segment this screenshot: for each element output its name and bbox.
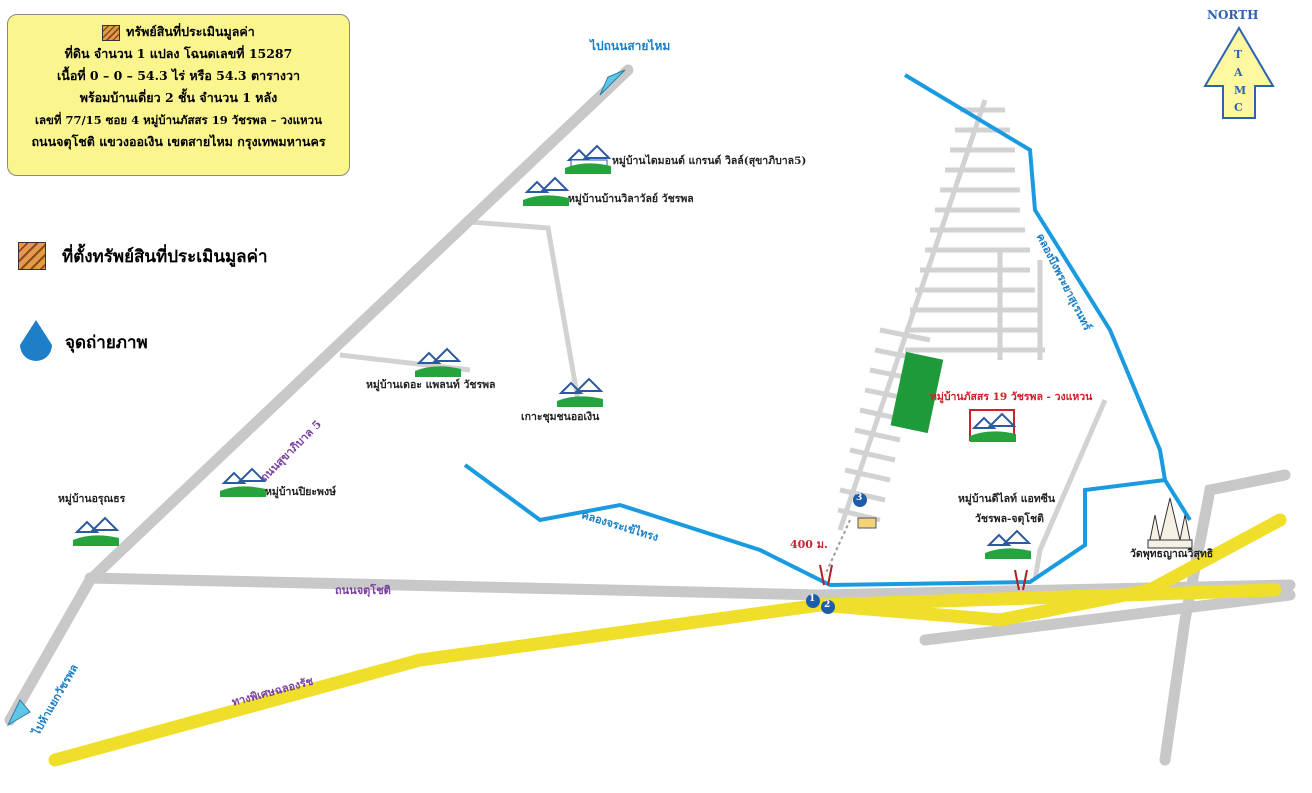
north-letter: C (1234, 101, 1243, 114)
village-icon (523, 176, 569, 206)
village-icon (565, 144, 611, 174)
photo-point-2: 2 (824, 600, 831, 610)
label-piyapong: หมู่บ้านปิยะพงษ์ (265, 486, 337, 498)
north-letter: A (1234, 66, 1243, 79)
village-icon (73, 516, 119, 546)
north-letter: T (1234, 48, 1243, 61)
north-arrow (1203, 26, 1275, 119)
info-title: ทรัพย์สินที่ประเมินมูลค่า (126, 24, 255, 39)
label-to-saimai: ไปถนนสายไหม (590, 39, 671, 53)
north-label: NORTH (1207, 8, 1259, 22)
label-wat: วัดพุทธญาณวิสุทธิ (1130, 548, 1214, 560)
label-delight-2: วัชรพล-จตุโชติ (975, 513, 1044, 525)
temple-icon (1147, 497, 1193, 549)
label-ko-chumchon: เกาะชุมชนออเงิน (521, 411, 600, 423)
label-vilawan: หมู่บ้านบ้านวิลาวัลย์ วัชรพล (568, 193, 694, 205)
info-line: ถนนจตุโชติ แขวงออเงิน เขตสายไหม กรุงเทพม… (31, 134, 326, 149)
village-icon (557, 377, 603, 407)
info-line: เลขที่ 77/15 ซอย 4 หมู่บ้านภัสสร 19 วัชร… (35, 113, 322, 127)
subdivision-streets (339, 99, 1108, 581)
village-icon (220, 467, 266, 497)
photo-points (806, 493, 867, 614)
subdivision-block (890, 351, 944, 434)
photo-point-3: 3 (856, 493, 863, 503)
photo-point-1: 1 (809, 594, 816, 604)
photo-point-icon (20, 320, 52, 361)
expressway (48, 513, 1287, 767)
village-icon (985, 529, 1031, 559)
label-passorn: หมู่บ้านภัสสร 19 วัชรพล - วงแหวน (930, 391, 1093, 403)
info-line: เนื้อที่ 0 – 0 – 54.3 ไร่ หรือ 54.3 ตารา… (57, 68, 300, 83)
label-delight: หมู่บ้านดีไลท์ แอทซีน (958, 493, 1055, 505)
label-arunthorn: หมู่บ้านอรุณธร (58, 493, 126, 505)
canals (463, 73, 1192, 588)
label-distance: 400 ม. (790, 538, 828, 551)
property-info-box: ทรัพย์สินที่ประเมินมูลค่า ที่ดิน จำนวน 1… (7, 14, 350, 176)
village-icon (970, 412, 1016, 442)
village-icon (415, 347, 461, 377)
property-location-legend-icon (18, 242, 46, 270)
label-diamond-grand: หมู่บ้านไดมอนด์ แกรนด์ วิลล์(สุขาภิบาล5) (612, 155, 807, 167)
info-line: ที่ดิน จำนวน 1 แปลง โฉนดเลขที่ 15287 (64, 46, 293, 61)
legend-property-location: ที่ตั้งทรัพย์สินที่ประเมินมูลค่า (62, 247, 268, 267)
main-roads (4, 64, 1296, 766)
label-the-plant: หมู่บ้านเดอะ แพลนท์ วัชรพล (366, 379, 496, 391)
legend-photo-point: จุดถ่ายภาพ (65, 333, 148, 353)
info-line: พร้อมบ้านเดี่ยว 2 ชั้น จำนวน 1 หลัง (79, 90, 278, 105)
property-hatch-icon (102, 24, 121, 41)
north-letter: M (1234, 84, 1247, 97)
label-chatuchot-road: ถนนจตุโชติ (335, 584, 391, 597)
